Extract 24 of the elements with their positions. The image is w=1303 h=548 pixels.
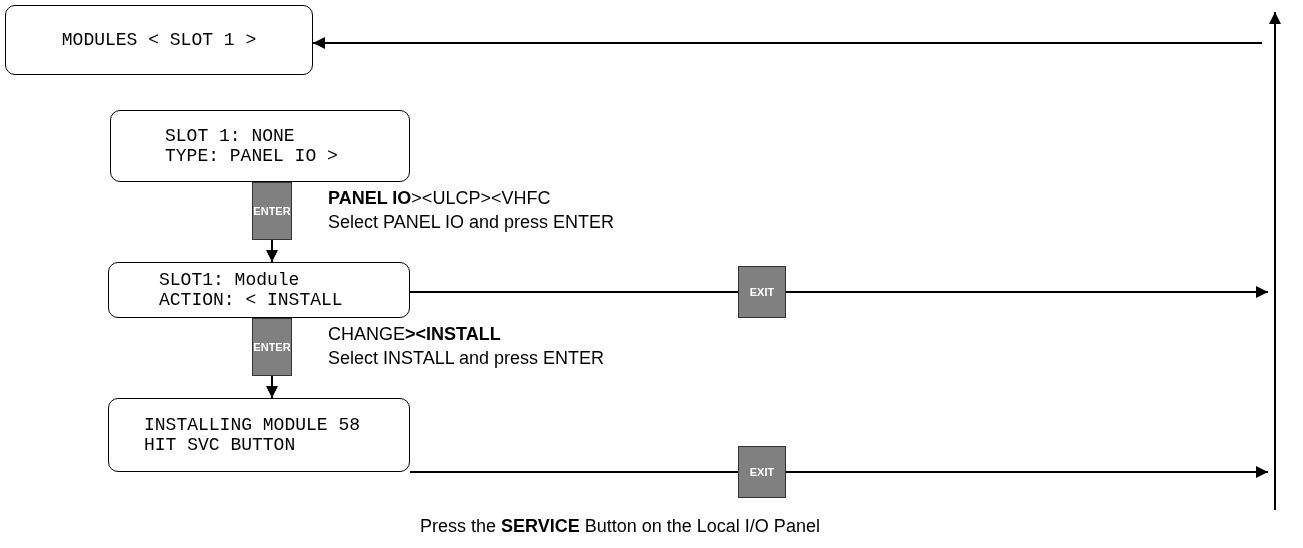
- key-button: EXIT: [738, 446, 786, 498]
- key-button: ENTER: [252, 318, 292, 376]
- connector-line: [409, 471, 739, 473]
- key-button: ENTER: [252, 182, 292, 240]
- instruction-text: Select INSTALL and press ENTER: [328, 348, 605, 369]
- display-text: SLOT 1: NONE TYPE: PANEL IO >: [165, 126, 339, 166]
- key-button: EXIT: [738, 266, 786, 318]
- arrow: [785, 286, 1269, 298]
- instruction-text: Press the SERVICE Button on the Local I/O Panel: [420, 516, 820, 537]
- display-text: SLOT1: Module ACTION: < INSTALL: [159, 270, 344, 310]
- instruction-text: CHANGE><INSTALL: [328, 324, 501, 345]
- arrow: [266, 375, 278, 399]
- display-text: MODULES < SLOT 1 >: [60, 30, 258, 50]
- display-screen: [108, 262, 410, 318]
- arrow: [785, 466, 1269, 478]
- display-text: INSTALLING MODULE 58 HIT SVC BUTTON: [144, 415, 362, 455]
- connector-line: [409, 291, 739, 293]
- arrow: [312, 37, 1263, 49]
- display-screen: [5, 5, 313, 75]
- display-screen: [108, 398, 410, 472]
- instruction-text: PANEL IO><ULCP><VHFC: [328, 188, 551, 209]
- instruction-text: Select PANEL IO and press ENTER: [328, 212, 615, 233]
- arrow: [266, 239, 278, 263]
- display-screen: [110, 110, 410, 182]
